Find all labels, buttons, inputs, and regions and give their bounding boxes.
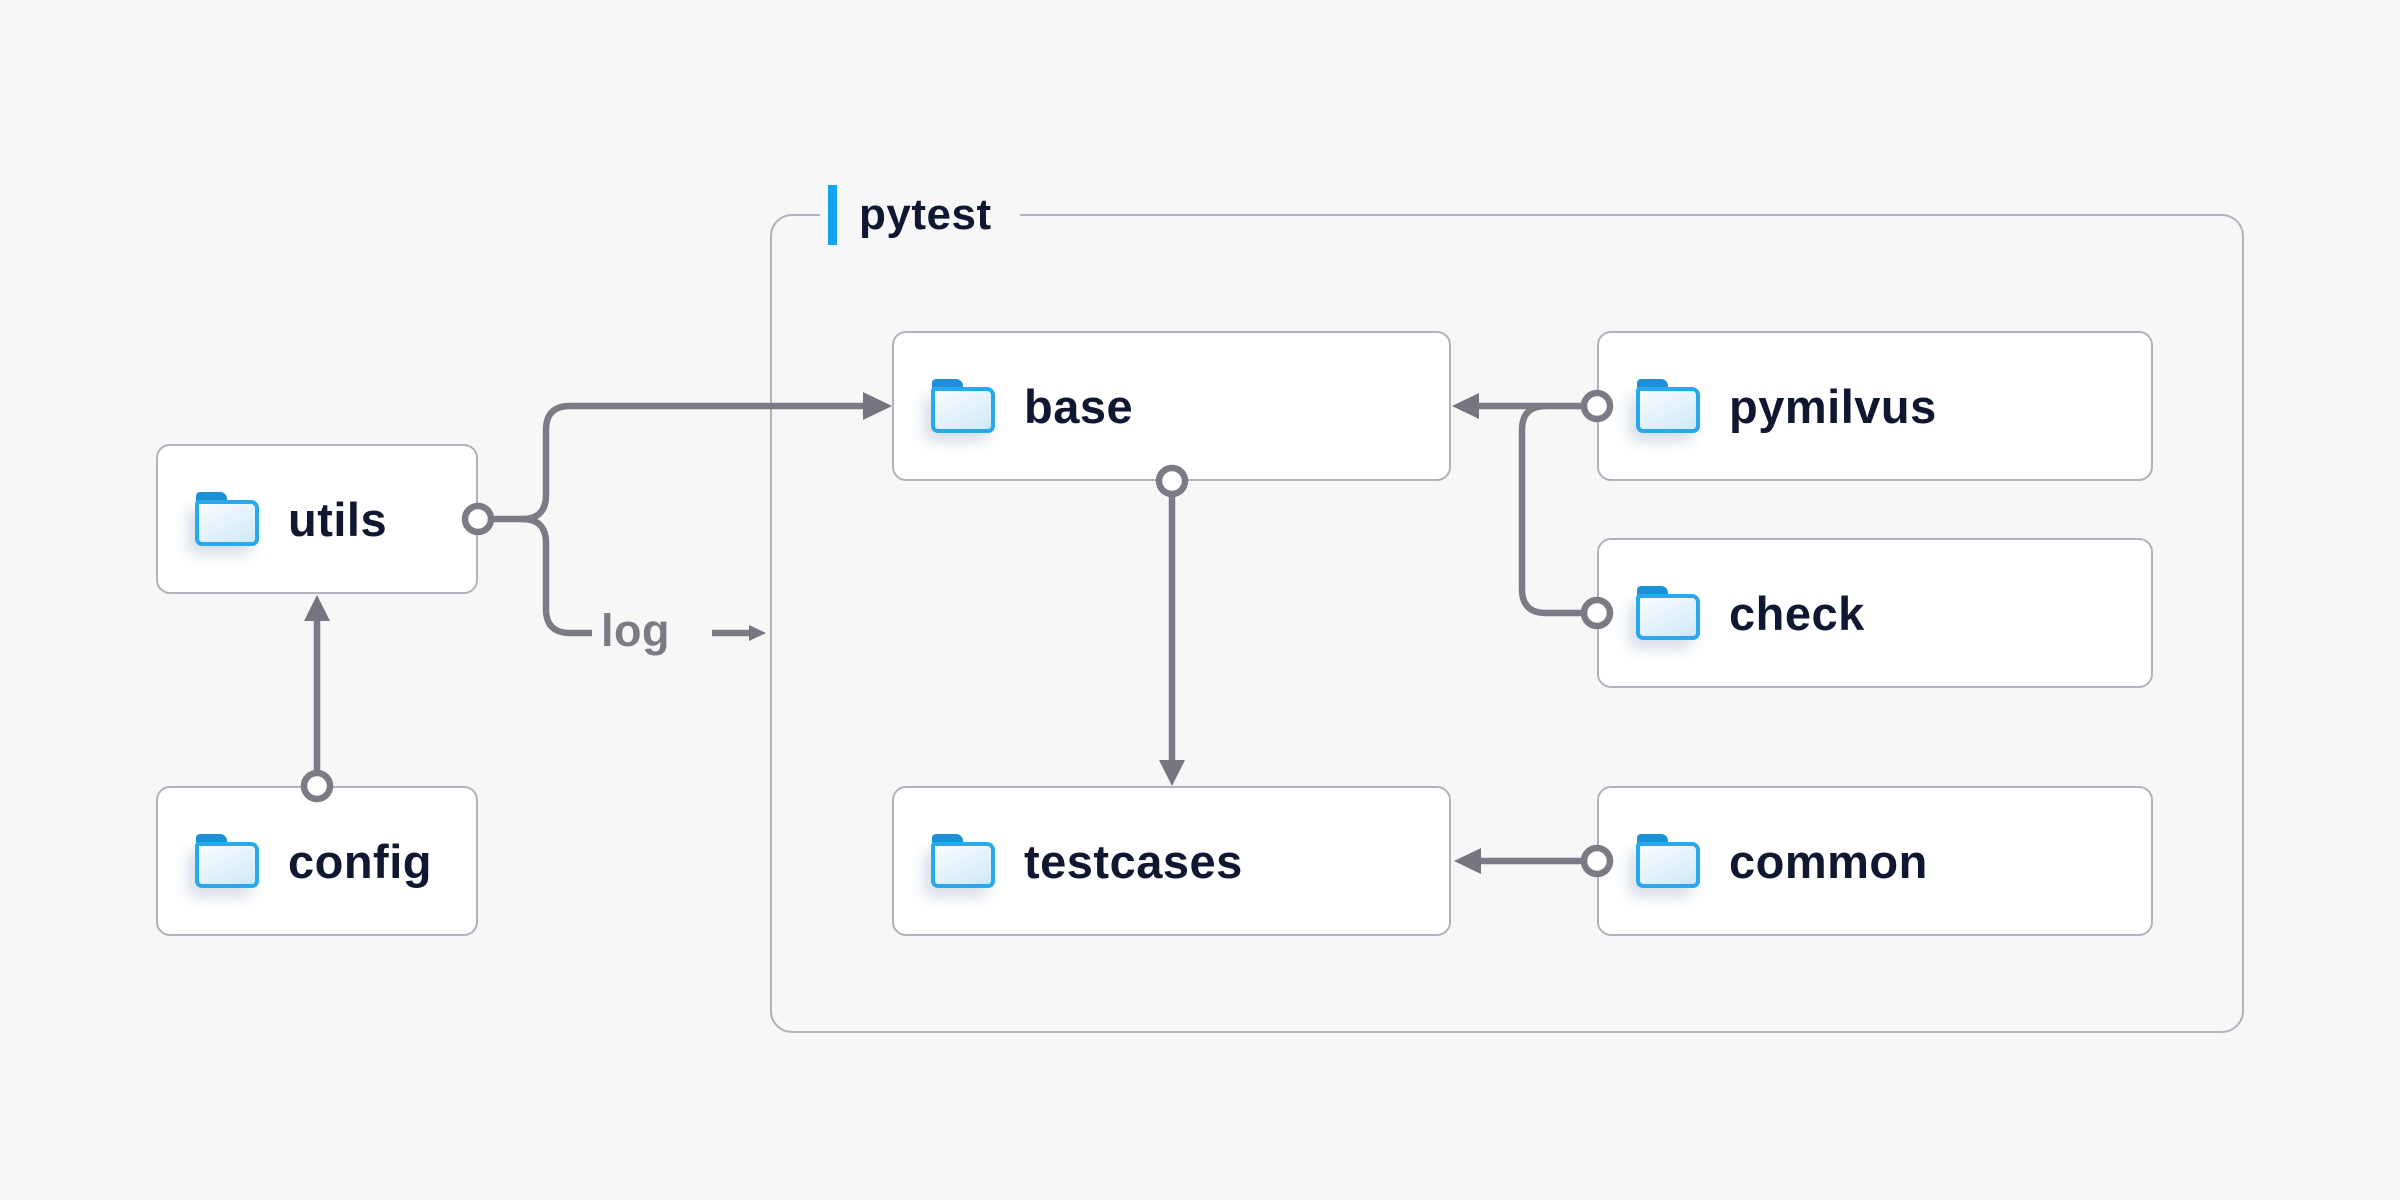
edge-config-to-utils	[304, 595, 330, 772]
node-label-utils: utils	[288, 492, 388, 546]
node-label-testcases: testcases	[1024, 834, 1243, 888]
folder-icon	[1636, 834, 1700, 888]
node-label-common: common	[1729, 834, 1928, 888]
node-label-config: config	[288, 834, 432, 888]
node-common: common	[1597, 786, 2153, 936]
folder-icon	[195, 492, 259, 546]
folder-icon	[931, 834, 995, 888]
folder-icon	[1636, 379, 1700, 433]
node-label-pymilvus: pymilvus	[1729, 379, 1937, 433]
node-base: base	[892, 331, 1451, 481]
node-pymilvus: pymilvus	[1597, 331, 2153, 481]
folder-icon	[1636, 586, 1700, 640]
node-config: config	[156, 786, 478, 936]
folder-icon	[195, 834, 259, 888]
folder-icon	[931, 379, 995, 433]
accent-bar-icon	[828, 185, 837, 245]
node-testcases: testcases	[892, 786, 1451, 936]
node-utils: utils	[156, 444, 478, 594]
pytest-group-label: pytest	[820, 184, 1020, 246]
group-label-text: pytest	[859, 190, 992, 239]
node-label-base: base	[1024, 379, 1134, 433]
edge-label-log: log	[601, 605, 670, 656]
node-label-check: check	[1729, 586, 1865, 640]
node-check: check	[1597, 538, 2153, 688]
pytest-group-container: pytest	[770, 184, 2244, 1033]
